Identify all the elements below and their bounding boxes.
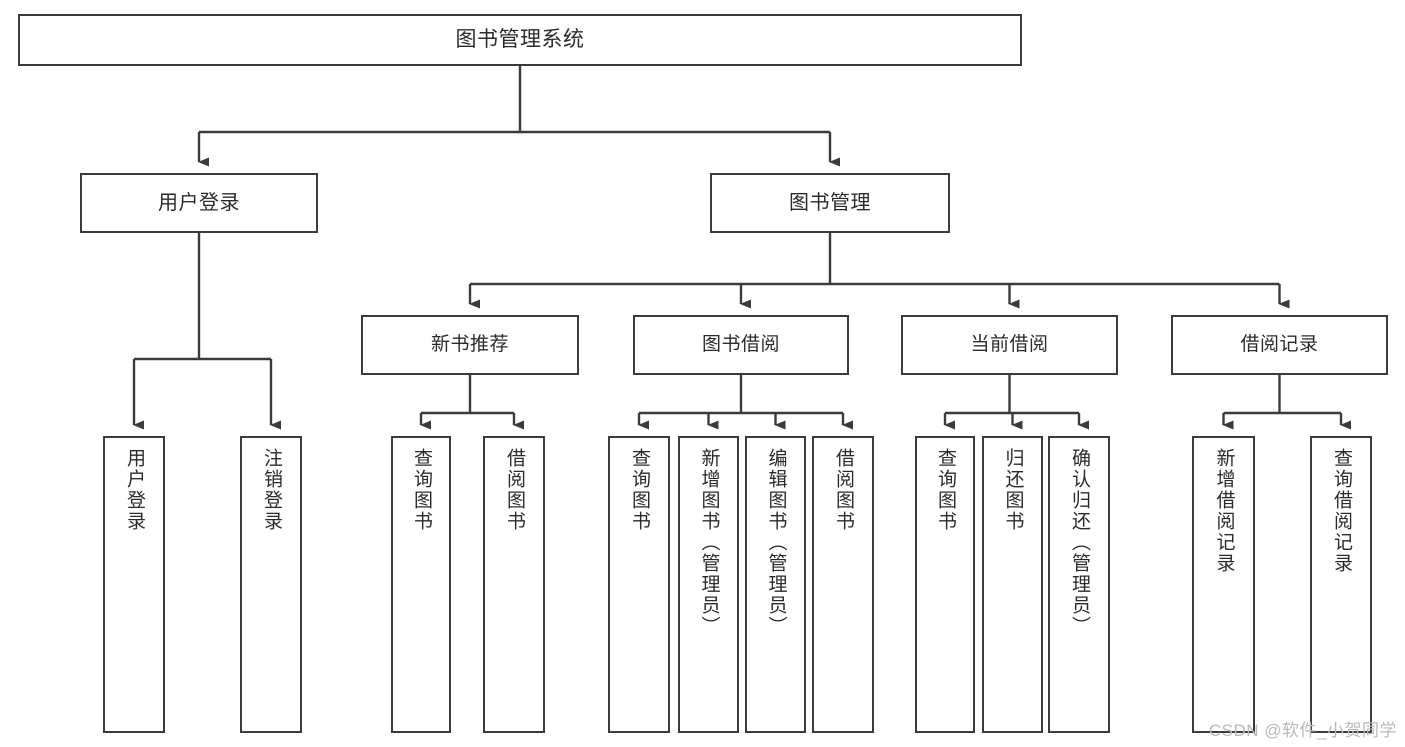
node-label: 用户登录 — [158, 192, 240, 214]
node-label: 查询图书 — [628, 448, 650, 532]
node-label: 借阅图书 — [503, 448, 525, 532]
node-records[interactable]: 借阅记录 — [1171, 315, 1388, 375]
node-label: 查询图书 — [934, 448, 956, 532]
node-label: 查询图书 — [410, 448, 432, 532]
node-leaf-02[interactable]: 注销登录 — [240, 436, 302, 733]
node-label: 用户登录 — [123, 448, 145, 532]
node-leaf-09[interactable]: 查询图书 — [915, 436, 975, 733]
node-leaf-03[interactable]: 查询图书 — [391, 436, 451, 733]
node-label: 借阅图书 — [832, 448, 854, 532]
node-label: 图书管理 — [789, 192, 871, 214]
node-label: 图书管理系统 — [455, 28, 585, 52]
node-root[interactable]: 图书管理系统 — [18, 14, 1022, 66]
node-label: 新增借阅记录 — [1213, 448, 1235, 574]
csdn-watermark: CSDN @软件_小贺同学 — [1208, 721, 1397, 740]
node-leaf-06[interactable]: 新增图书（管理员） — [678, 436, 739, 733]
node-leaf-01[interactable]: 用户登录 — [103, 436, 165, 733]
node-label: 新书推荐 — [430, 333, 509, 355]
node-label: 查询借阅记录 — [1330, 448, 1352, 574]
node-bookmgmt[interactable]: 图书管理 — [710, 173, 950, 233]
node-label: 当前借阅 — [970, 333, 1049, 355]
node-leaf-12[interactable]: 新增借阅记录 — [1192, 436, 1255, 733]
node-login[interactable]: 用户登录 — [80, 173, 318, 233]
node-current[interactable]: 当前借阅 — [901, 315, 1118, 375]
node-leaf-10[interactable]: 归还图书 — [982, 436, 1043, 733]
node-label: 编辑图书（管理员） — [765, 448, 787, 637]
node-label: 归还图书 — [1002, 448, 1024, 532]
node-leaf-04[interactable]: 借阅图书 — [483, 436, 545, 733]
node-label: 新增图书（管理员） — [698, 448, 720, 637]
node-label: 图书借阅 — [701, 333, 780, 355]
node-leaf-05[interactable]: 查询图书 — [608, 436, 670, 733]
node-borrow[interactable]: 图书借阅 — [633, 315, 849, 375]
node-leaf-08[interactable]: 借阅图书 — [812, 436, 874, 733]
node-label: 注销登录 — [260, 448, 282, 532]
node-label: 确认归还（管理员） — [1068, 448, 1090, 637]
node-leaf-13[interactable]: 查询借阅记录 — [1310, 436, 1372, 733]
node-leaf-07[interactable]: 编辑图书（管理员） — [745, 436, 806, 733]
node-newbook[interactable]: 新书推荐 — [361, 315, 579, 375]
node-label: 借阅记录 — [1240, 333, 1319, 355]
node-leaf-11[interactable]: 确认归还（管理员） — [1048, 436, 1110, 733]
